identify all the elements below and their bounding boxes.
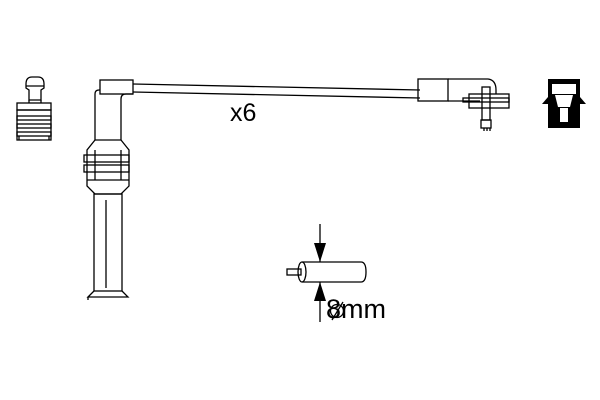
coil-connector-icon <box>417 78 510 131</box>
cable-diameter-icon <box>286 224 367 322</box>
quantity-label: x6 <box>230 99 257 127</box>
spark-plug-boot-icon <box>83 79 134 300</box>
diameter-label: 8mm <box>326 294 386 324</box>
coil-terminal-icon <box>542 79 586 128</box>
ignition-cable <box>132 83 421 99</box>
plug-terminal-icon <box>16 76 52 141</box>
